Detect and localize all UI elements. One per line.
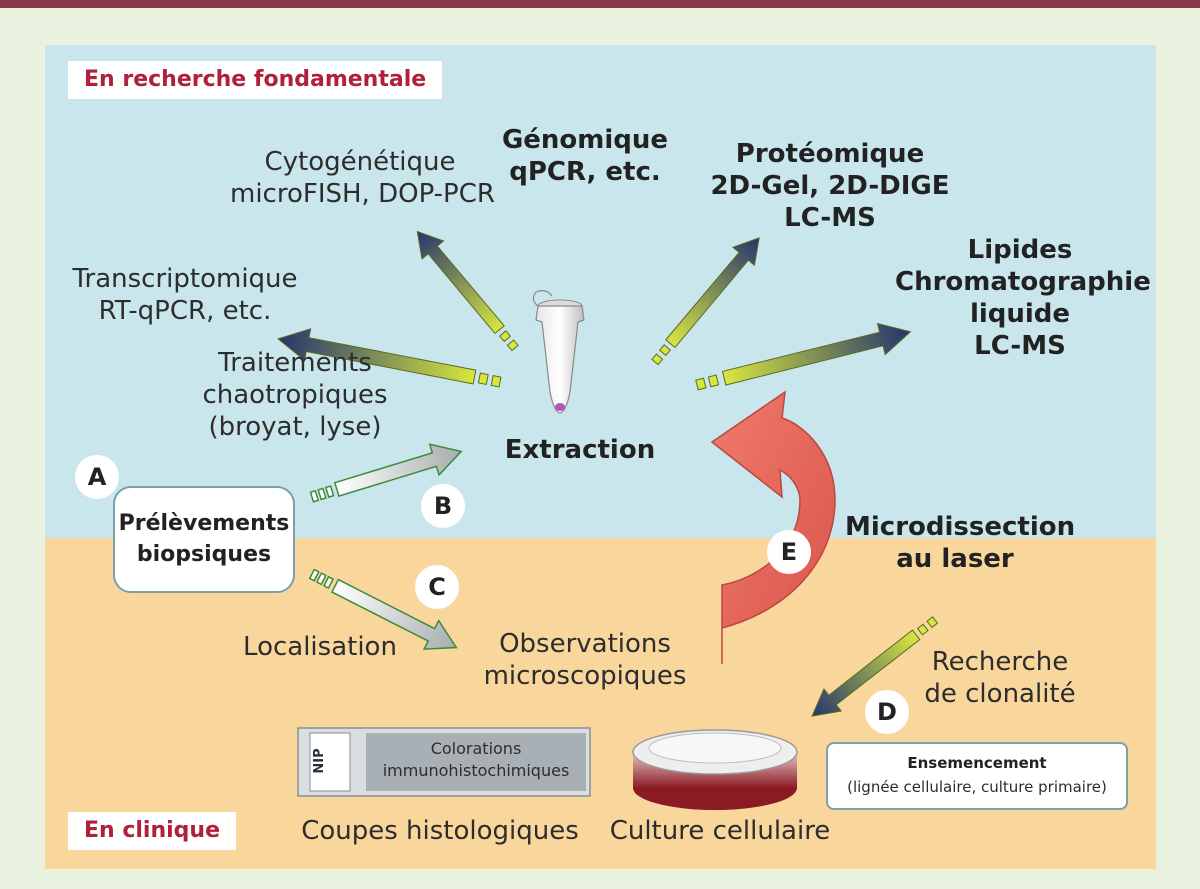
slide-code: NIP (312, 748, 327, 774)
histology-slide-icon (297, 727, 591, 797)
arrow-b (309, 443, 463, 503)
marker-b: B (421, 484, 465, 528)
arrow-laser-microdissection (710, 390, 836, 664)
marker-a: A (75, 455, 119, 499)
arrow-cytogenetique (416, 230, 519, 352)
top-bar (0, 0, 1200, 8)
tube-icon (532, 290, 585, 414)
culture-label: Culture cellulaire (609, 816, 831, 846)
arrow-c (308, 568, 458, 650)
arrow-transcriptomique (277, 328, 502, 388)
extraction-label: Extraction (504, 435, 656, 465)
research-section-label: En recherche fondamentale (68, 61, 443, 99)
arrow-proteomique (651, 237, 760, 366)
research-panel (45, 45, 1156, 538)
localisation-label: Localisation (243, 632, 397, 662)
ensemencement-box: Ensemencement (lignée cellulaire, cultur… (826, 742, 1128, 810)
ensemencement-title: Ensemencement (907, 754, 1047, 772)
coupes-label: Coupes histologiques (301, 816, 579, 846)
marker-e: E (767, 530, 811, 574)
arrow-clonalite (811, 616, 939, 717)
marker-d: D (865, 690, 909, 734)
ensemencement-sub: (lignée cellulaire, culture primaire) (847, 778, 1107, 796)
clinic-section-label: En clinique (68, 812, 237, 850)
arrow-lipides (695, 322, 912, 391)
petri-dish-icon (632, 729, 798, 810)
marker-c: C (415, 565, 459, 609)
